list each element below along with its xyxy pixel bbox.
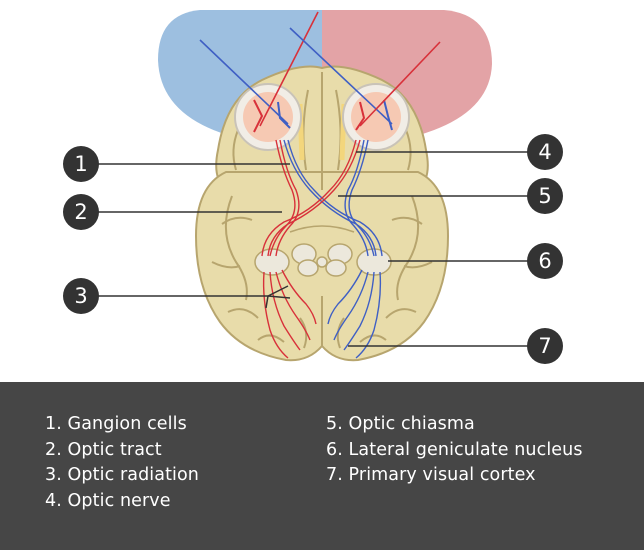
callout-6: 6 [527, 243, 563, 279]
legend-item-lateral-geniculate-nucleus: 6. Lateral geniculate nucleus [326, 439, 583, 460]
legend-column-left: 1. Gangion cells 2. Optic tract 3. Optic… [45, 412, 199, 514]
callout-3-number: 3 [74, 284, 87, 308]
left-eye [234, 83, 302, 151]
callout-5: 5 [527, 178, 563, 214]
callout-5-number: 5 [538, 184, 551, 208]
brain-folds [211, 72, 433, 349]
legend-item-optic-nerve: 4. Optic nerve [45, 490, 171, 511]
callout-1-number: 1 [74, 152, 87, 176]
optic-pathways [261, 139, 383, 359]
legend-item-gangion-cells: 1. Gangion cells [45, 414, 187, 434]
brainstem [289, 225, 355, 277]
brain [194, 65, 450, 362]
light-rays [199, 11, 441, 127]
callout-2: 2 [63, 194, 99, 230]
callout-4-number: 4 [538, 140, 551, 164]
legend-item-optic-radiation: 3. Optic radiation [45, 465, 199, 485]
callout-7: 7 [527, 328, 563, 364]
legend-panel: 1. Gangion cells 2. Optic tract 3. Optic… [0, 382, 644, 550]
legend-item-primary-visual-cortex: 7. Primary visual cortex [326, 465, 536, 485]
leader-lines [98, 151, 528, 347]
lgn-left [254, 248, 290, 276]
legend-item-optic-chiasma: 5. Optic chiasma [326, 414, 475, 434]
legend-item-optic-tract: 2. Optic tract [45, 439, 162, 460]
callout-3: 3 [63, 278, 99, 314]
callout-6-number: 6 [538, 249, 551, 273]
callout-2-number: 2 [74, 200, 87, 224]
callout-4: 4 [527, 134, 563, 170]
legend-column-right: 5. Optic chiasma 6. Lateral geniculate n… [326, 412, 583, 489]
callout-1: 1 [63, 146, 99, 182]
callout-7-number: 7 [538, 334, 551, 358]
visual-pathway-diagram: 1 2 3 4 5 6 7 [63, 10, 563, 364]
right-eye [342, 83, 410, 151]
